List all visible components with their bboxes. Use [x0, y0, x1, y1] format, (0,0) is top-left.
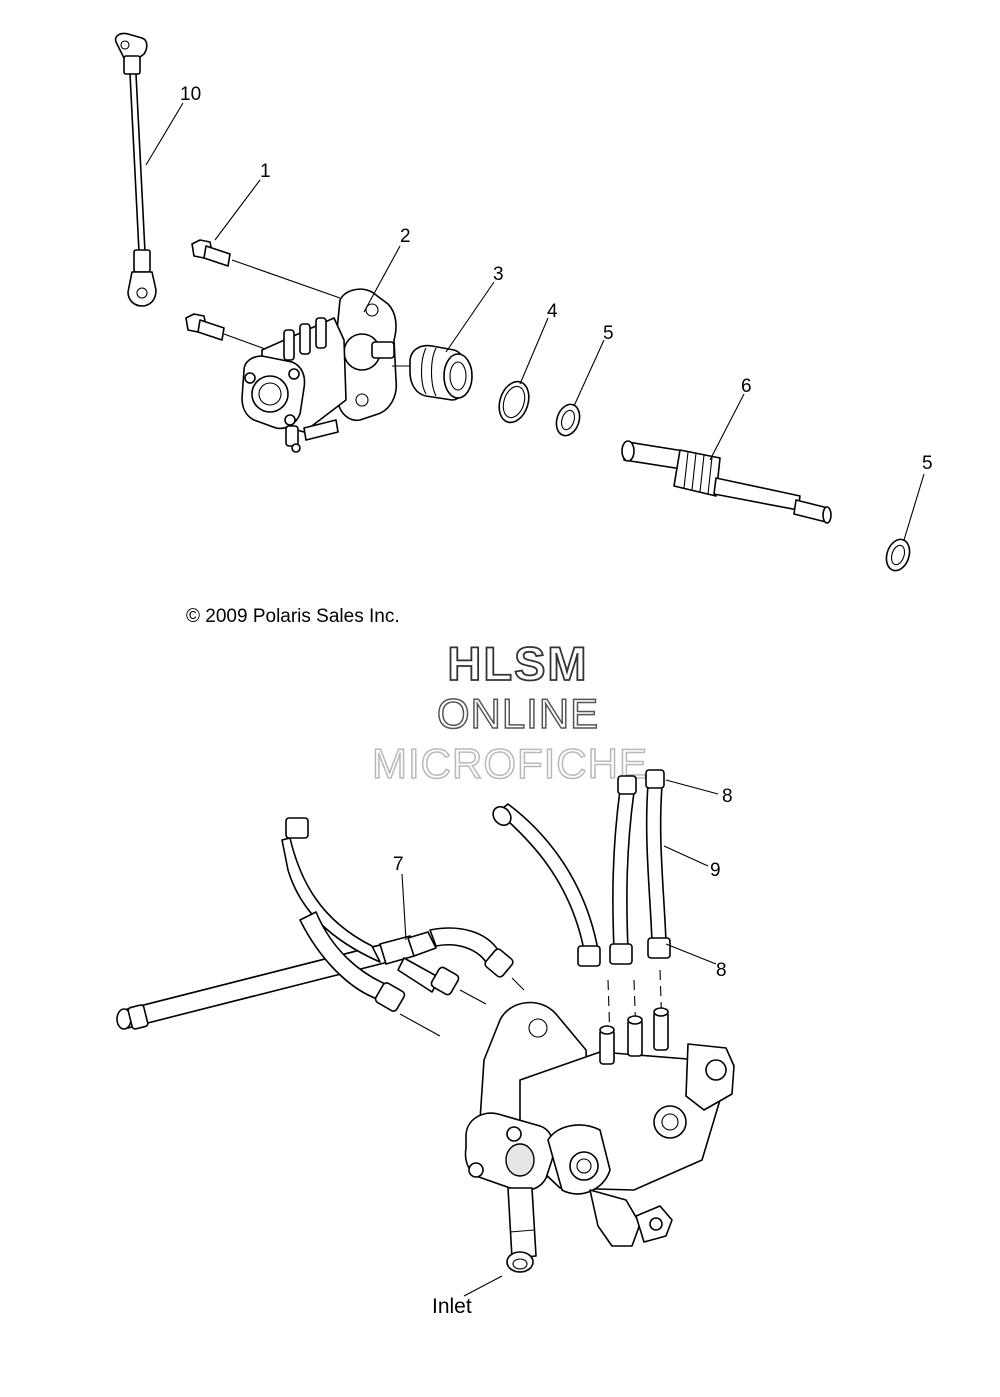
part-5-washer-a — [555, 403, 581, 437]
watermark-line-1: HLSM — [447, 637, 588, 690]
part-4-o-ring — [498, 380, 530, 424]
watermark-line-2: ONLINE — [437, 690, 599, 737]
callout-7: 7 — [393, 854, 404, 875]
part-5-washer-b — [885, 538, 911, 572]
inlet-label: Inlet — [432, 1295, 472, 1318]
part-1-bolts — [185, 239, 341, 351]
part-10-cable — [114, 32, 157, 307]
bottom-callouts: 7 8 9 8 — [393, 786, 733, 981]
callout-8-a: 8 — [722, 786, 733, 807]
callout-4: 4 — [547, 301, 558, 322]
pump-assembly-large — [463, 1001, 735, 1297]
watermark: HLSM ONLINE MICROFICHE — [371, 636, 648, 788]
callout-1: 1 — [260, 161, 271, 182]
callout-8-b: 8 — [716, 960, 727, 981]
part-3-plug — [392, 344, 473, 401]
callout-5-a: 5 — [603, 323, 614, 344]
bottom-leader-lines — [401, 779, 719, 965]
part-9-hoses — [492, 769, 671, 1041]
callout-3: 3 — [493, 264, 504, 285]
top-callouts: 10 1 2 3 4 5 6 5 — [180, 84, 933, 474]
watermark-line-3: MICROFICHE — [372, 740, 648, 787]
copyright-text: © 2009 Polaris Sales Inc. — [186, 606, 400, 627]
callout-6: 6 — [741, 376, 752, 397]
callout-10: 10 — [180, 84, 201, 105]
part-6-gear-shaft — [621, 440, 832, 524]
part-2-oil-pump — [241, 288, 398, 453]
callout-9: 9 — [710, 860, 721, 881]
callout-2: 2 — [400, 226, 411, 247]
callout-5-b: 5 — [922, 453, 933, 474]
part-7-hose-assembly — [116, 817, 525, 1037]
top-leader-lines — [145, 102, 925, 541]
